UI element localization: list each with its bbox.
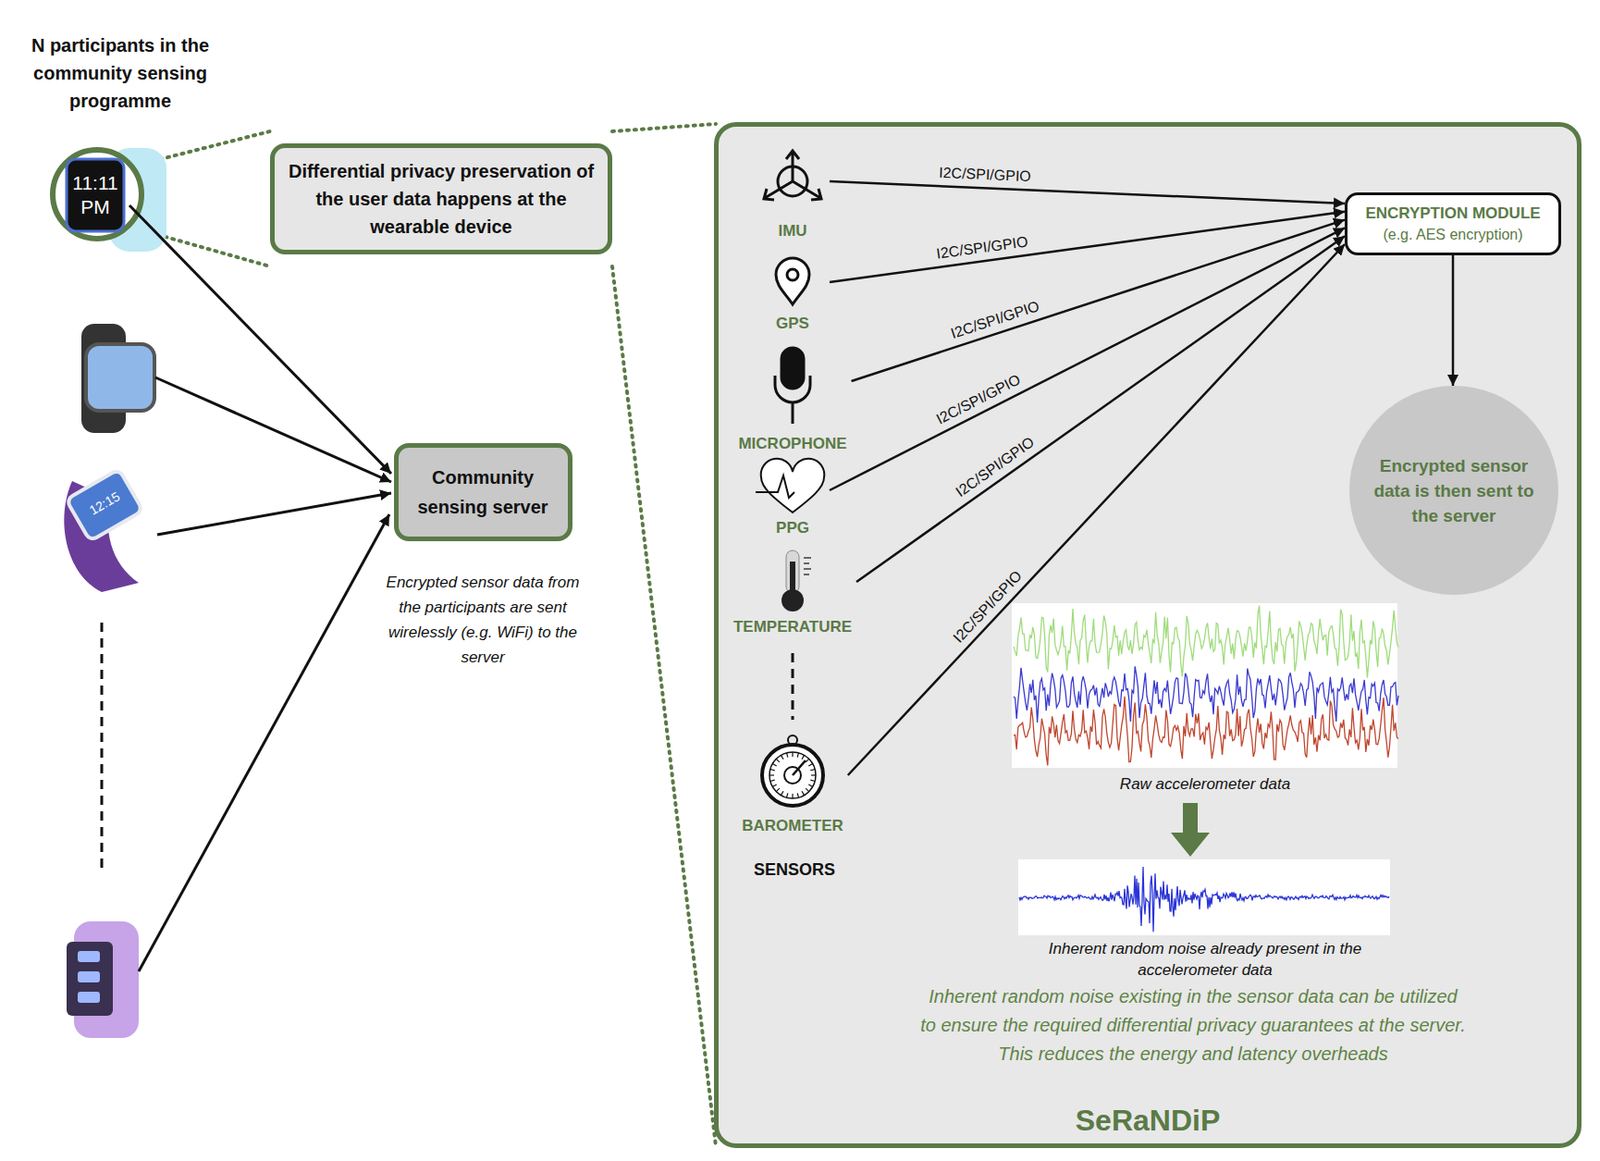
thermometer-icon [781, 550, 812, 612]
note-box: Differential privacy preservation of the… [270, 143, 613, 255]
connector [829, 227, 1345, 491]
zoom-line [612, 123, 716, 132]
accelerometer-trace [1013, 605, 1399, 678]
wireless-arrow [138, 514, 390, 972]
wireless-arrow [155, 377, 392, 482]
sensor-node: BAROMETER [738, 743, 847, 836]
connector [829, 181, 1345, 204]
chart-background [1011, 603, 1398, 768]
node-title: PPG [757, 518, 828, 538]
section-title: N participants in the community sensing … [18, 31, 222, 115]
gps-icon [775, 258, 810, 305]
accelerometer-trace [1013, 665, 1399, 723]
node-title: Community sensing server [409, 462, 557, 522]
zoom-circle [52, 149, 142, 239]
continuation-dashes [100, 622, 104, 868]
chart-background [1018, 859, 1391, 936]
watch-time: 11:11 PM [67, 171, 124, 220]
server-box: Community sensing server [393, 443, 573, 542]
watch-face [66, 941, 113, 1016]
connector [829, 211, 1345, 283]
node-title: Encrypted sensor data is then sent to th… [1370, 453, 1538, 529]
watch-icon [77, 971, 100, 983]
wireless-arrow [129, 205, 392, 474]
watch-icon [77, 950, 100, 962]
node-title: GPS [757, 314, 828, 333]
node-title: ENCRYPTION MODULE [1354, 204, 1551, 223]
process-box: ENCRYPTION MODULE (e.g. AES encryption) [1344, 192, 1562, 256]
node-title: MICROPHONE [735, 434, 850, 454]
sensor-node: IMU [757, 149, 828, 241]
noise-trace [1019, 866, 1390, 932]
connector [856, 235, 1345, 582]
group-label: SENSORS [737, 860, 852, 880]
node-title: TEMPERATURE [730, 617, 855, 637]
wireless-arrow [157, 492, 392, 535]
sensor-node: GPS [757, 250, 828, 333]
continuation-dashes [791, 652, 795, 720]
node-title: IMU [757, 221, 828, 241]
chart-caption: Raw accelerometer data [1020, 775, 1391, 794]
connector [848, 244, 1345, 776]
connector [851, 220, 1345, 382]
watch-face [86, 344, 155, 411]
node-subtitle: (e.g. AES encryption) [1354, 226, 1551, 244]
node-title: SeRaNDiP [1075, 1103, 1221, 1138]
sensor-node: MICROPHONE [735, 349, 850, 454]
node-title: BAROMETER [738, 816, 847, 836]
sensor-node: TEMPERATURE [730, 550, 855, 637]
caption-note: Encrypted sensor data from the participa… [376, 569, 590, 670]
node-title: Differential privacy preservation of the… [285, 157, 597, 241]
imu-icon [763, 150, 822, 200]
sensor-node: PPG [757, 458, 828, 538]
ppg-icon [755, 458, 825, 513]
output-circle: Encrypted sensor data is then sent to th… [1349, 385, 1559, 595]
watch-face [65, 468, 143, 542]
connector [1452, 255, 1455, 386]
down-arrow [1170, 802, 1210, 857]
accelerometer-trace [1013, 696, 1399, 766]
watch-face [66, 159, 124, 232]
annotation-note: Inherent random noise existing in the se… [920, 982, 1466, 1069]
watch-icon [77, 991, 100, 1003]
zoom-line [612, 266, 716, 1146]
chart-caption: Inherent random noise already present in… [1015, 937, 1395, 981]
barometer-icon [762, 735, 824, 806]
microphone-icon [775, 347, 811, 424]
